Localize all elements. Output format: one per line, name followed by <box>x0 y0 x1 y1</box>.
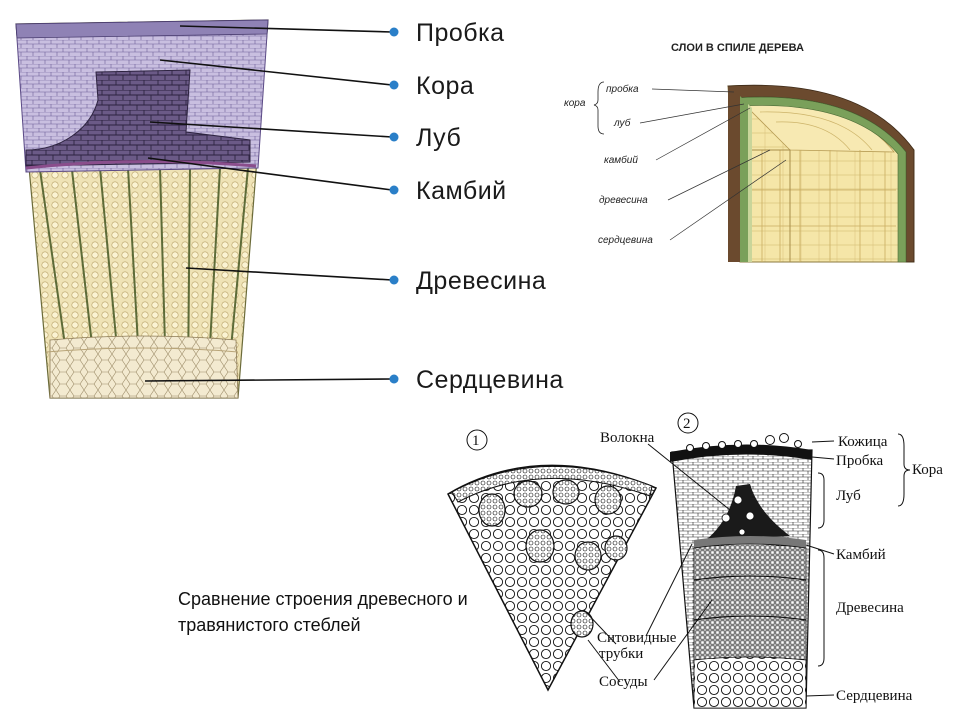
label-wood-bw: Древесина <box>836 600 904 616</box>
d3-right-pointers <box>805 433 911 697</box>
label-bark: Кора <box>416 72 474 100</box>
number-circle-1 <box>466 429 488 451</box>
number-1: 1 <box>472 433 480 449</box>
bullet-icon <box>389 27 399 37</box>
label-cambium-small: камбий <box>604 154 638 166</box>
label-cork-small: пробка <box>606 83 639 95</box>
bullet-icon <box>389 374 399 384</box>
label-cork: Пробка <box>416 19 505 47</box>
bullet-icon <box>389 132 399 142</box>
bullet-icon <box>389 80 399 90</box>
d3-left-pointers <box>583 443 731 683</box>
cambium-line <box>25 159 257 170</box>
phloem-layer <box>733 96 907 263</box>
label-vessels: Сосуды <box>599 674 648 690</box>
vascular-bundles <box>478 479 628 638</box>
bullet-icon <box>389 185 399 195</box>
phloem-dark <box>706 484 790 540</box>
label-wood: Древесина <box>416 267 546 295</box>
label-pith: Сердцевина <box>416 366 564 394</box>
tree-cut-diagram: СЛОИ В СПИЛЕ ДЕРЕВА кора пробка луб камб… <box>564 42 915 263</box>
phloem-region <box>25 69 251 167</box>
bullet-icon <box>389 275 399 285</box>
label-pith-small: сердцевина <box>598 235 653 246</box>
label-cork-bw: Пробка <box>836 453 884 469</box>
woody-stem-section <box>15 19 269 399</box>
label-skin: Кожица <box>838 434 888 450</box>
label-phloem-small: луб <box>613 117 631 129</box>
label-bark-group: кора <box>564 98 586 109</box>
label-sieve-tubes-2: трубки <box>599 646 643 662</box>
label-phloem: Луб <box>416 124 461 152</box>
caption-text: Сравнение строения древесного и травянис… <box>178 589 468 635</box>
label-bark-group-bw: Кора <box>912 462 943 478</box>
label-cambium-bw: Камбий <box>836 547 886 563</box>
pith-region <box>49 335 239 399</box>
label-cambium: Камбий <box>416 177 507 205</box>
cork-strip <box>15 19 269 39</box>
number-circle-2 <box>677 412 699 434</box>
number-2: 2 <box>683 416 691 432</box>
d1-bullets <box>389 27 399 384</box>
label-wood-small: древесина <box>599 195 648 206</box>
tree-cut-title: СЛОИ В СПИЛЕ ДЕРЕВА <box>671 42 804 54</box>
pith-region-bw <box>693 656 807 709</box>
label-fibers: Волокна <box>600 430 655 446</box>
label-pith-bw: Сердцевина <box>836 688 913 704</box>
label-phloem-bw: Луб <box>836 488 861 504</box>
d1-pointer-lines <box>144 25 393 382</box>
stem-comparison-diagram: 1 2 <box>447 412 943 709</box>
label-sieve-tubes-1: Ситовидные <box>597 630 677 646</box>
d1-labels: Пробка Кора Луб Камбий Древесина Сердцев… <box>416 19 564 394</box>
d2-pointer-lines <box>639 88 787 241</box>
